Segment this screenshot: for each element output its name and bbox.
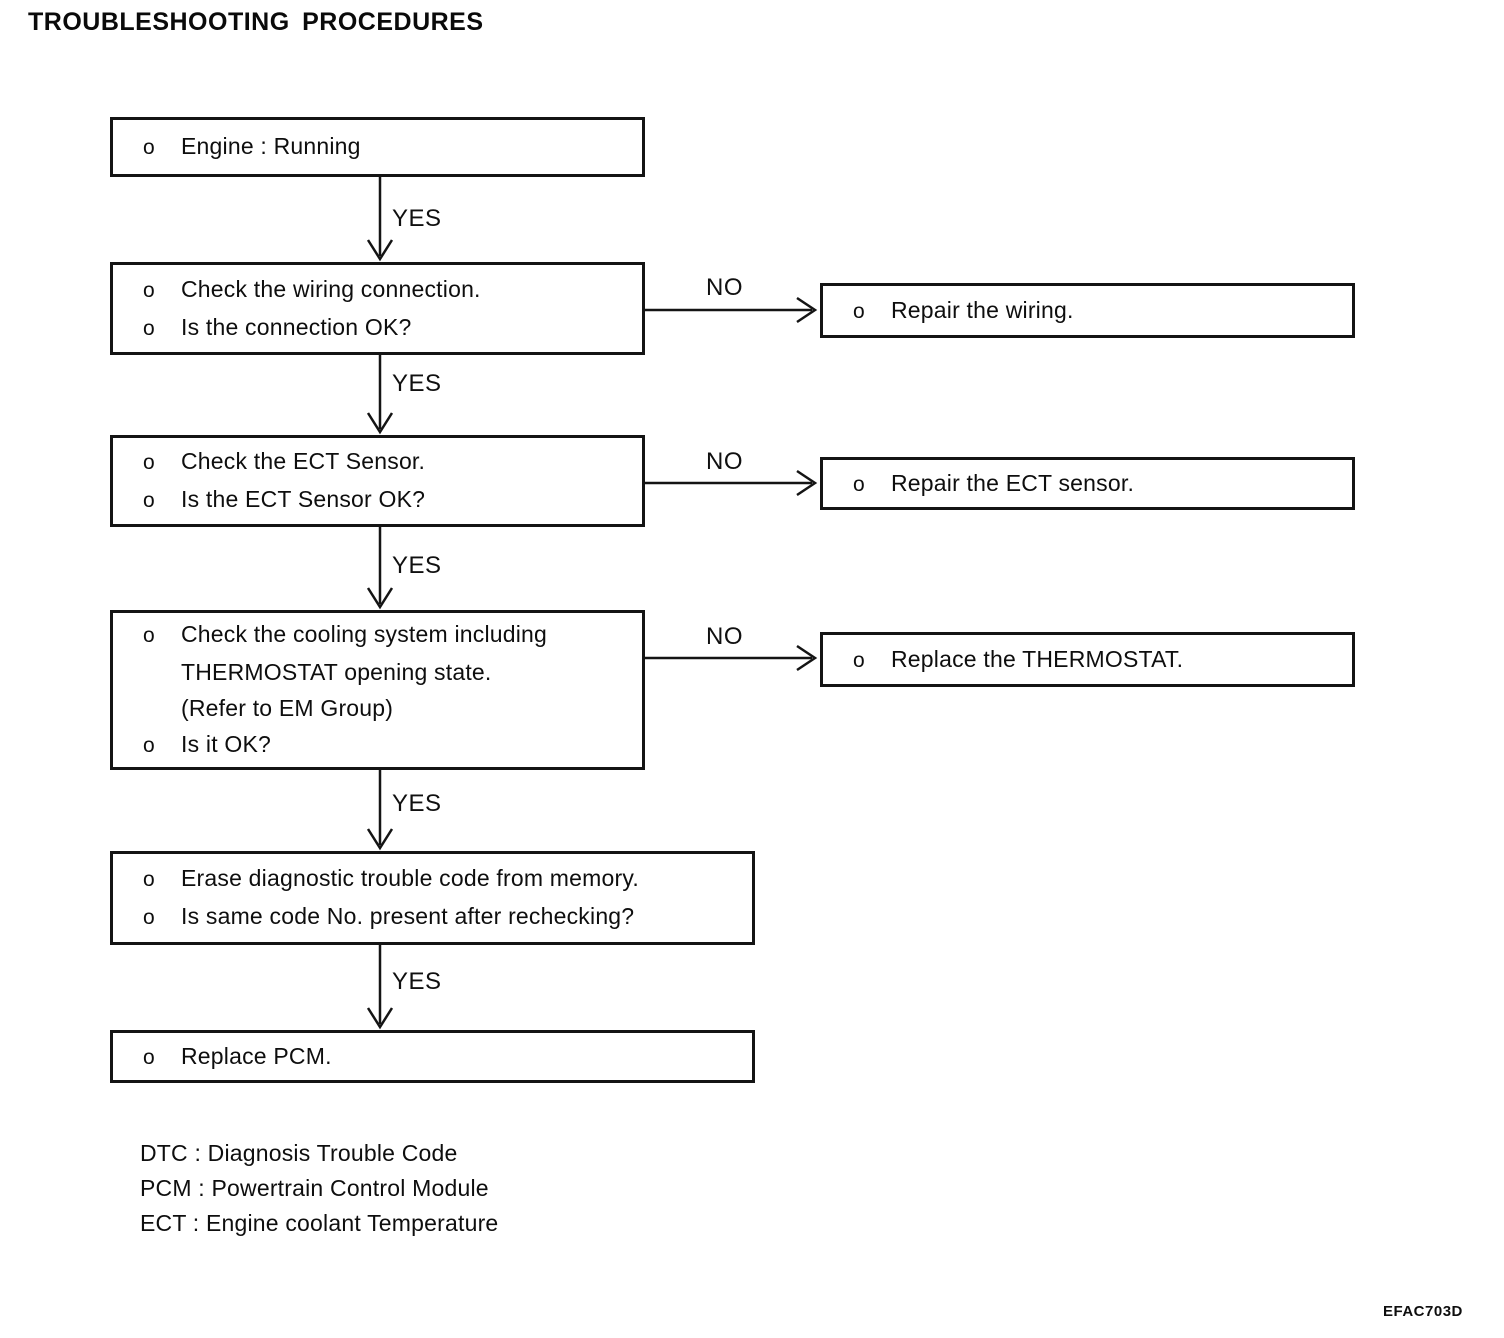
node-line: o Engine : Running: [143, 128, 642, 166]
node-engine-running: o Engine : Running: [110, 117, 645, 177]
bullet: o: [143, 451, 155, 474]
node-line-text: Replace the THERMOSTAT.: [891, 645, 1184, 672]
node-line-text: Check the cooling system including: [181, 621, 548, 647]
abbreviation-legend: DTC : Diagnosis Trouble Code PCM : Power…: [140, 1136, 498, 1241]
no-label-1: NO: [706, 274, 743, 301]
node-line-text: (Refer to EM Group): [181, 695, 394, 721]
node-line: o Repair the wiring.: [853, 292, 1352, 330]
node-line: o Is same code No. present after rechecki…: [143, 898, 752, 936]
yes-arrow-5: [366, 945, 394, 1030]
no-label-2: NO: [706, 448, 743, 475]
bullet: o: [143, 624, 155, 647]
legend-line-pcm: PCM : Powertrain Control Module: [140, 1175, 489, 1201]
node-line: o Is the ECT Sensor OK?: [143, 481, 642, 519]
node-line: o Repair the ECT sensor.: [853, 465, 1352, 503]
bullet: o: [853, 472, 865, 496]
bullet: o: [143, 316, 155, 340]
node-check-ect-sensor: o Check the ECT Sensor. o Is the ECT Senso…: [110, 435, 645, 527]
bullet: o: [143, 906, 155, 929]
bullet: o: [143, 278, 155, 302]
node-line-text: Is the connection OK?: [181, 313, 412, 340]
node-line-text: Check the ECT Sensor.: [181, 448, 426, 474]
node-line-text: THERMOSTAT opening state.: [181, 659, 492, 685]
node-line: o Check the wiring connection.: [143, 271, 642, 309]
yes-label-1: YES: [392, 205, 442, 232]
node-line: o Replace PCM.: [143, 1038, 752, 1076]
bullet: o: [143, 136, 155, 159]
yes-arrow-3: [366, 527, 394, 610]
node-line-text: Check the wiring connection.: [181, 275, 481, 302]
node-line-text: Is the ECT Sensor OK?: [181, 486, 426, 512]
node-line-text: Erase diagnostic trouble code from memor…: [181, 865, 639, 891]
node-check-wiring: o Check the wiring connection. o Is the co…: [110, 262, 645, 355]
node-line-text: Replace PCM.: [181, 1042, 332, 1069]
node-replace-pcm: o Replace PCM.: [110, 1030, 755, 1083]
node-check-cooling-system: o Check the cooling system including THER…: [110, 610, 645, 770]
node-repair-wiring: o Repair the wiring.: [820, 283, 1355, 338]
yes-label-2: YES: [392, 370, 442, 397]
node-line: o Check the cooling system including: [143, 616, 642, 654]
yes-arrow-1: [366, 177, 394, 262]
yes-label-4: YES: [392, 790, 442, 817]
node-line-text: Engine : Running: [181, 133, 361, 159]
node-repair-ect-sensor: o Repair the ECT sensor.: [820, 457, 1355, 510]
bullet: o: [143, 489, 155, 512]
bullet: o: [143, 734, 155, 757]
no-label-3: NO: [706, 623, 743, 650]
yes-label-3: YES: [392, 552, 442, 579]
node-line-text: Is same code No. present after recheckin…: [181, 903, 635, 929]
bullet: o: [853, 648, 865, 672]
legend-line-ect: ECT : Engine coolant Temperature: [140, 1210, 499, 1236]
node-line-text: Repair the wiring.: [891, 296, 1074, 323]
legend-line-dtc: DTC : Diagnosis Trouble Code: [140, 1140, 458, 1166]
figure-code: EFAC703D: [1383, 1303, 1463, 1320]
node-line: o Is it OK?: [143, 726, 642, 764]
bullet: o: [853, 299, 865, 323]
yes-arrow-2: [366, 355, 394, 435]
node-line: (Refer to EM Group): [143, 690, 642, 726]
bullet: o: [143, 1045, 155, 1069]
node-line: o Is the connection OK?: [143, 309, 642, 347]
node-line: o Erase diagnostic trouble code from memo…: [143, 860, 752, 898]
node-line-text: Is it OK?: [181, 731, 271, 757]
node-erase-dtc: o Erase diagnostic trouble code from memo…: [110, 851, 755, 945]
yes-arrow-4: [366, 770, 394, 851]
node-line-text: Repair the ECT sensor.: [891, 469, 1135, 496]
node-line: THERMOSTAT opening state.: [143, 654, 642, 690]
page-title: TROUBLESHOOTING PROCEDURES: [28, 8, 484, 36]
bullet: o: [143, 868, 155, 891]
node-line: o Replace the THERMOSTAT.: [853, 641, 1352, 679]
node-replace-thermostat: o Replace the THERMOSTAT.: [820, 632, 1355, 687]
yes-label-5: YES: [392, 968, 442, 995]
node-line: o Check the ECT Sensor.: [143, 443, 642, 481]
